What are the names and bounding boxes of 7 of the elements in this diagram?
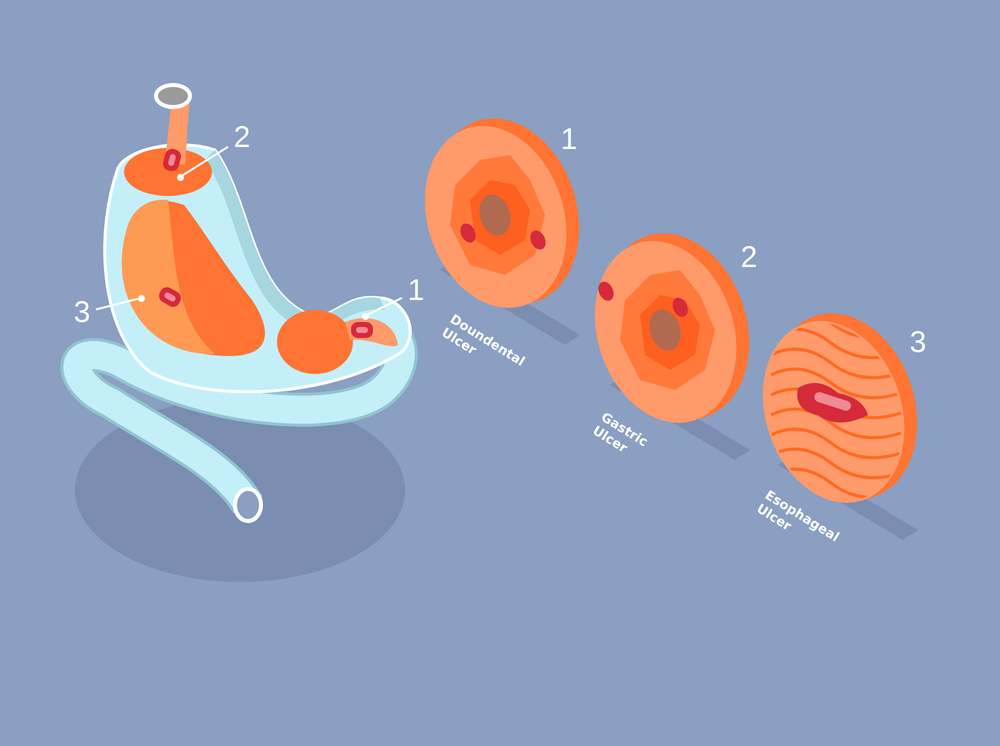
callout-number: 3: [70, 297, 94, 329]
callout-number: 1: [404, 275, 428, 307]
callout-number: 3: [908, 327, 928, 359]
callout-number: 1: [560, 124, 578, 156]
callout-number: 2: [740, 242, 758, 274]
callout-number: 2: [230, 122, 254, 154]
leader-line: [96, 298, 138, 310]
